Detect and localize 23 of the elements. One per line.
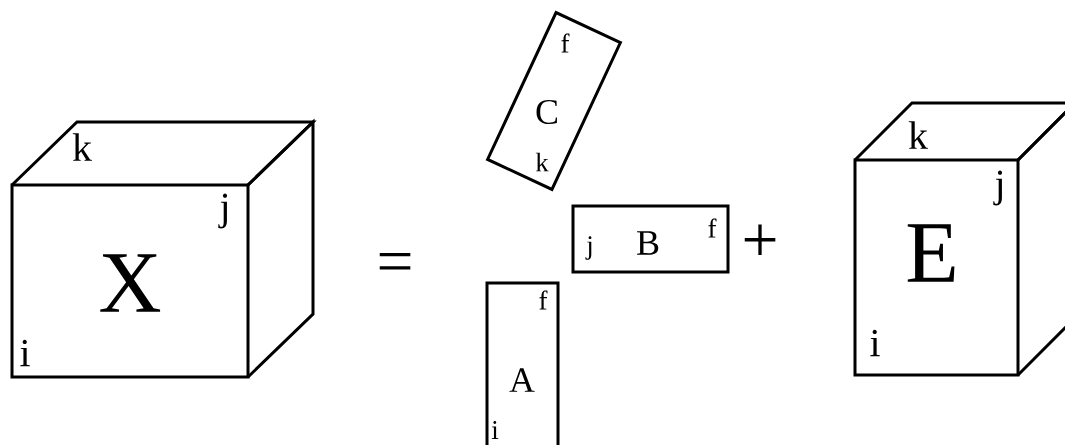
cube-drawing (10, 118, 317, 379)
tensor-letter: C (536, 99, 557, 125)
tensor-letter: j (218, 193, 228, 229)
tensor-letter: X (100, 254, 161, 312)
operator-sign: = (379, 252, 411, 270)
tensor-letter: j (993, 170, 1003, 206)
tensor-letter: k (908, 121, 928, 149)
index-letter: f (708, 218, 717, 238)
index-letter: f (561, 33, 570, 53)
operator-sign: + (744, 224, 776, 256)
index-letter: j (585, 236, 592, 260)
tensor-letter: A (509, 368, 535, 392)
index-letter: i (491, 421, 499, 439)
index-letter: k (535, 152, 549, 172)
tensor-letter: k (72, 133, 92, 161)
tensor-letter: B (637, 231, 659, 255)
cube-drawing (853, 99, 1065, 377)
tensor-letter: i (20, 339, 30, 367)
tensor-letter: i (870, 329, 880, 357)
tensor-letter: E (907, 224, 955, 282)
matrix-box (571, 204, 730, 274)
matrix-box (485, 281, 560, 445)
index-letter: f (539, 290, 548, 310)
